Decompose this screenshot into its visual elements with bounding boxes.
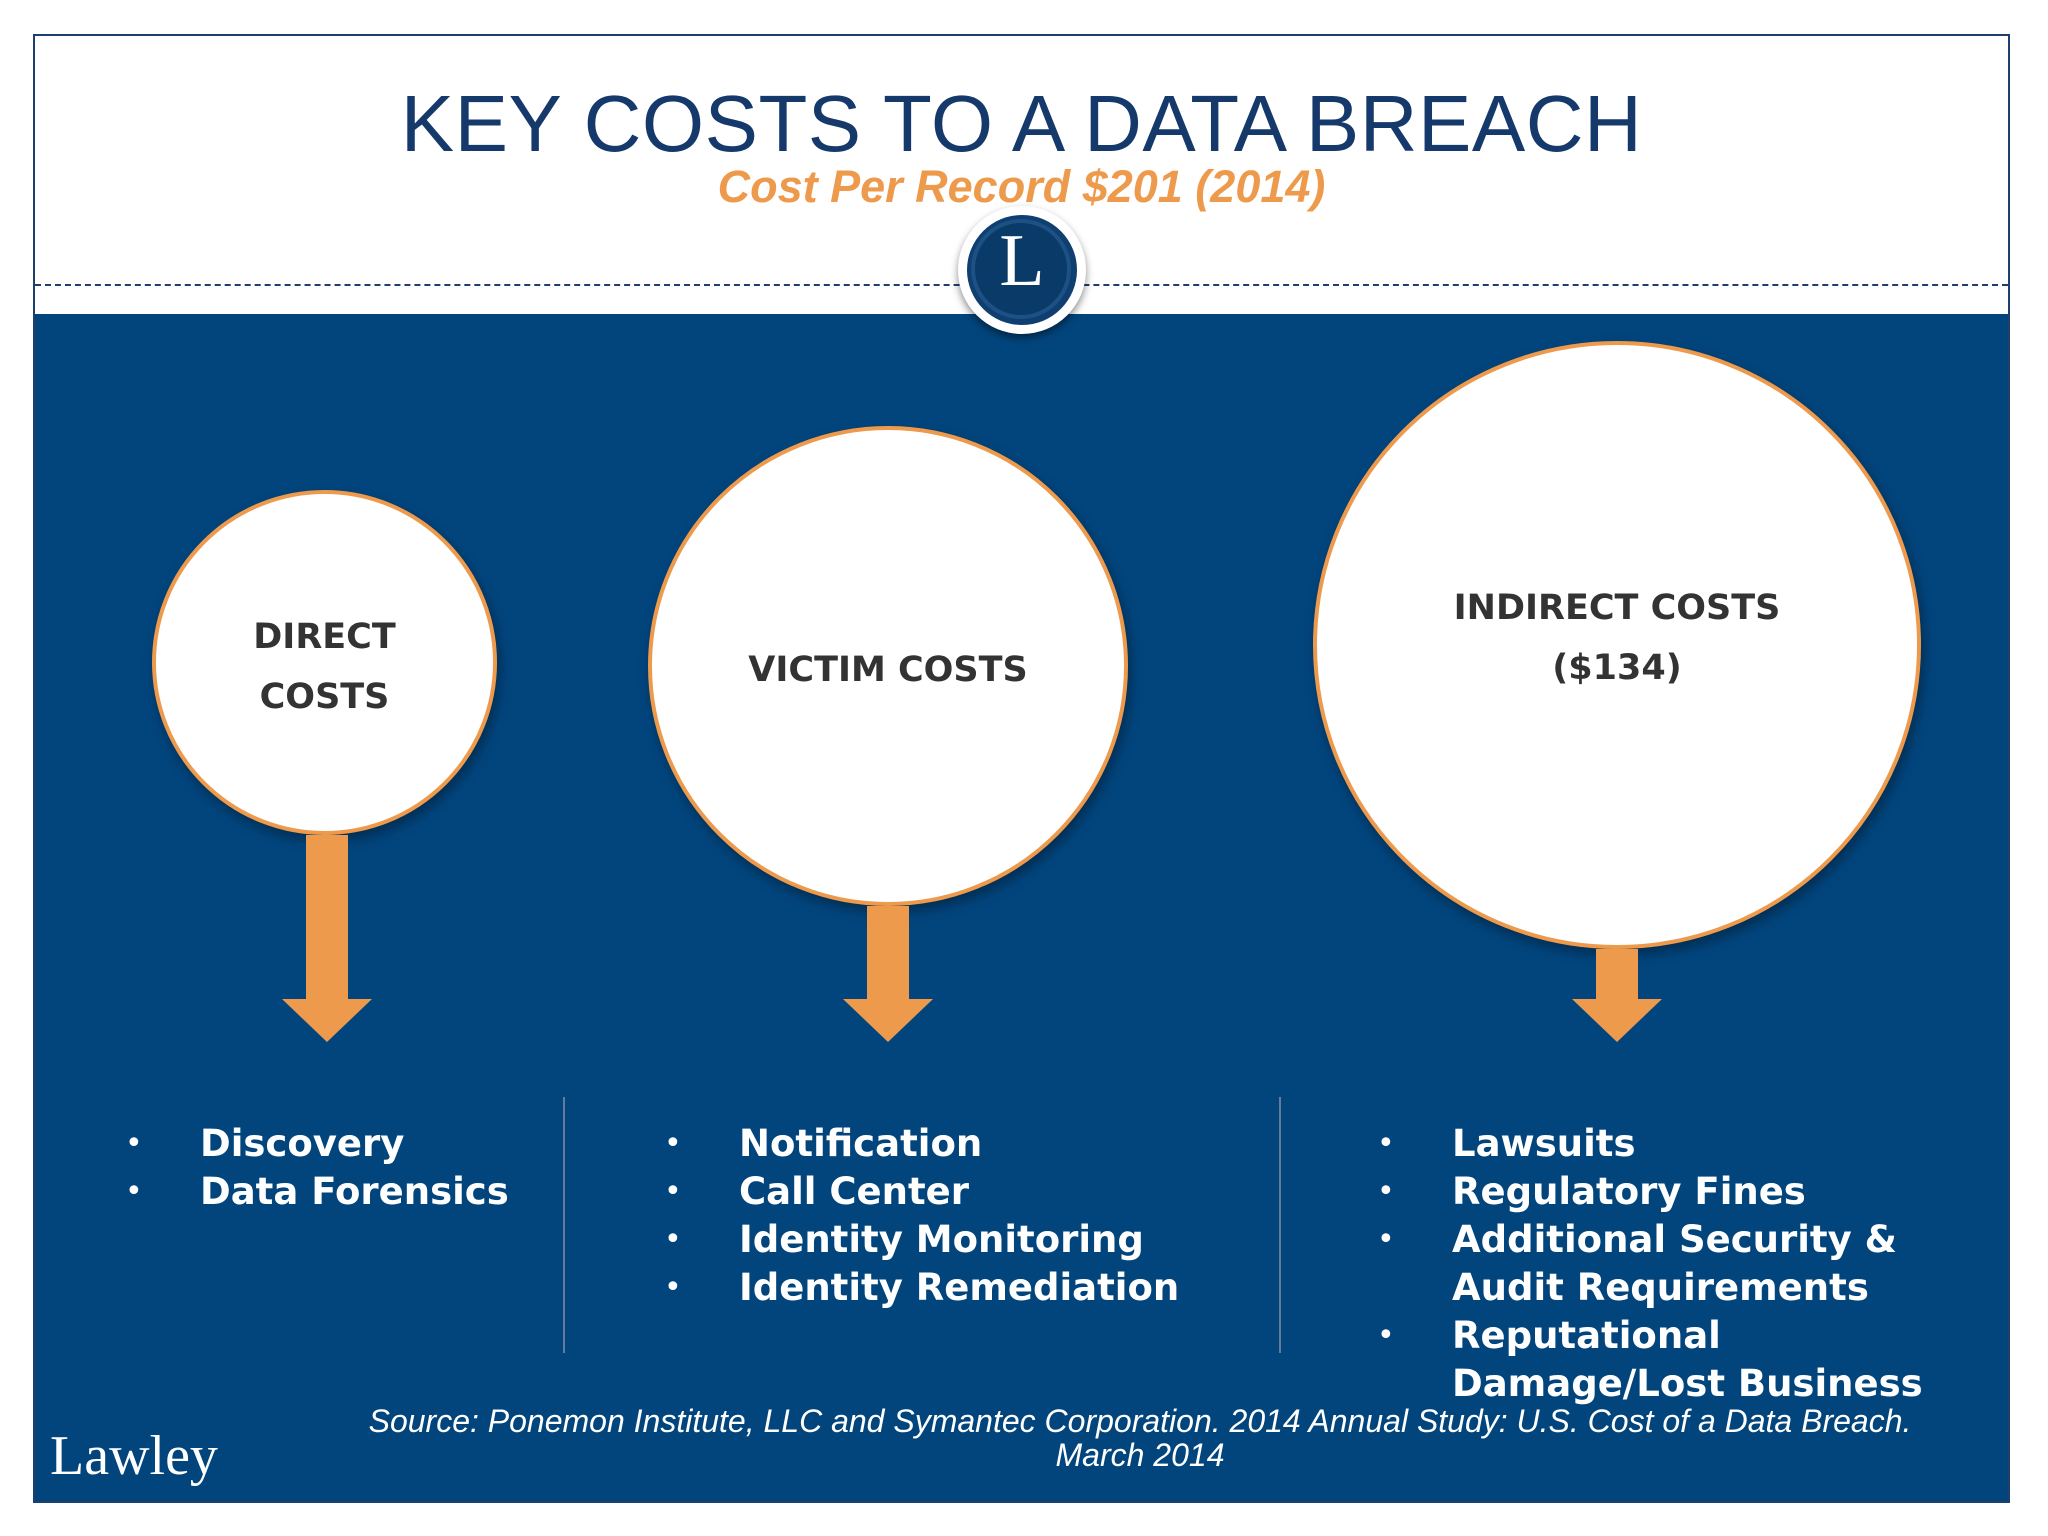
list-item: Call Center xyxy=(664,1168,1179,1216)
down-arrow-icon xyxy=(282,835,372,1042)
slide-title: KEY COSTS TO A DATA BREACH xyxy=(400,79,1643,168)
list-item: Lawsuits xyxy=(1377,1120,1923,1168)
column-divider xyxy=(1279,1097,1281,1353)
column-divider xyxy=(563,1097,565,1353)
victim-costs-list: Notification Call Center Identity Monito… xyxy=(664,1120,1179,1312)
source-line-1: Source: Ponemon Institute, LLC and Syman… xyxy=(368,1403,1912,1439)
list-item: Regulatory Fines xyxy=(1377,1168,1923,1216)
list-item: Additional Security & xyxy=(1377,1216,1923,1264)
down-arrow-icon xyxy=(1572,949,1662,1042)
lawley-l-logo-icon: L xyxy=(958,206,1086,334)
direct-costs-label-line2: COSTS xyxy=(259,677,390,717)
slide-subtitle: Cost Per Record $201 (2014) xyxy=(717,161,1326,212)
victim-costs-circle: VICTIM COSTS xyxy=(648,426,1128,906)
list-item: Identity Remediation xyxy=(664,1264,1179,1312)
victim-costs-label: VICTIM COSTS xyxy=(748,650,1028,690)
source-citation: Source: Ponemon Institute, LLC and Syman… xyxy=(280,1404,2000,1472)
lawley-wordmark-logo: Lawley xyxy=(50,1425,218,1487)
indirect-costs-circle: INDIRECT COSTS ($134) xyxy=(1313,341,1921,949)
list-item: Data Forensics xyxy=(125,1168,509,1216)
direct-costs-list: Discovery Data Forensics xyxy=(125,1120,509,1216)
indirect-costs-label-line2: ($134) xyxy=(1552,648,1682,688)
logo-letter: L xyxy=(999,220,1045,302)
list-item: Discovery xyxy=(125,1120,509,1168)
list-item: Notification xyxy=(664,1120,1179,1168)
list-item: Identity Monitoring xyxy=(664,1216,1179,1264)
indirect-costs-list: Lawsuits Regulatory Fines Additional Sec… xyxy=(1377,1120,1923,1408)
list-item: Reputational xyxy=(1377,1312,1923,1360)
list-item-continuation: Damage/Lost Business xyxy=(1452,1362,1923,1405)
direct-costs-label-line1: DIRECT xyxy=(253,617,396,657)
down-arrow-icon xyxy=(843,906,933,1042)
source-line-2: March 2014 xyxy=(1055,1437,1225,1473)
list-item-continuation: Audit Requirements xyxy=(1452,1266,1869,1309)
direct-costs-circle: DIRECT COSTS xyxy=(152,490,497,835)
indirect-costs-label-line1: INDIRECT COSTS xyxy=(1453,588,1781,628)
